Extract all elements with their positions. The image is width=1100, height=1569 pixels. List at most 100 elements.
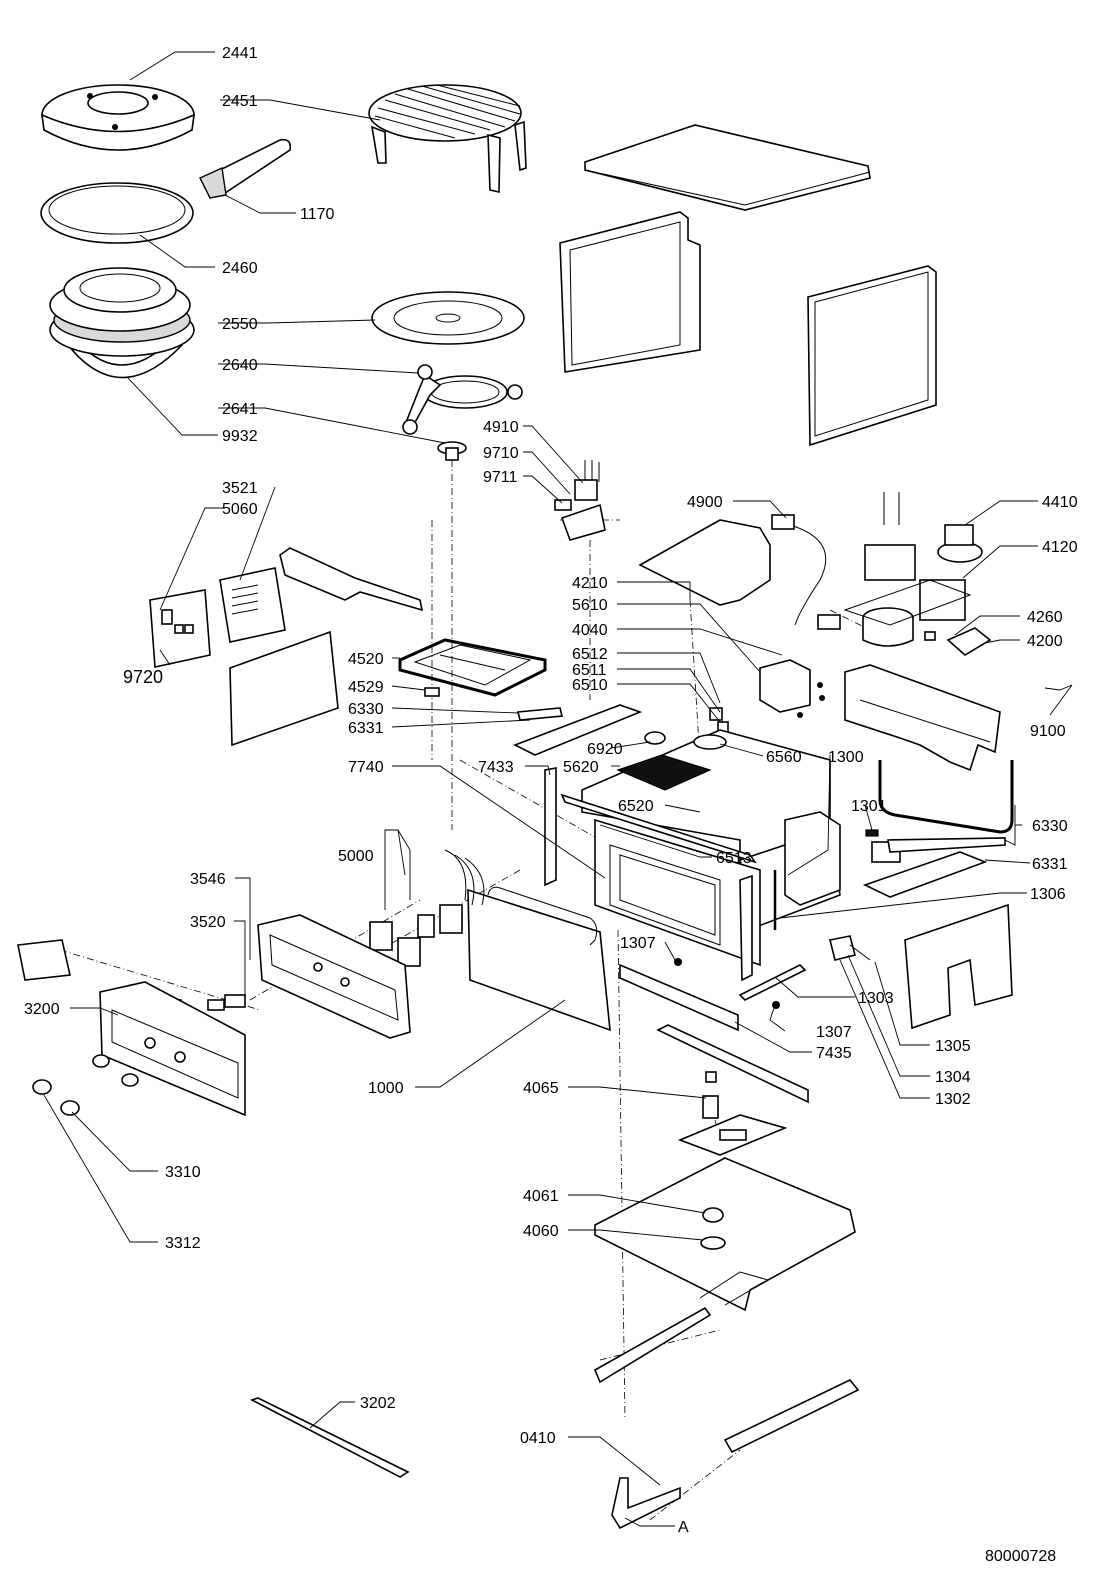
label-5060: 5060 xyxy=(222,501,258,518)
insulation-pad-right xyxy=(904,903,1013,1030)
label-1305: 1305 xyxy=(935,1038,971,1055)
label-7435: 7435 xyxy=(816,1045,852,1062)
part-2451-grill-rack xyxy=(368,84,527,193)
label-7740: 7740 xyxy=(348,759,384,776)
label-1302: 1302 xyxy=(935,1091,971,1108)
label-1170: 1170 xyxy=(300,206,335,223)
part-5060-control-board xyxy=(149,589,211,668)
label-6510: 6510 xyxy=(572,677,608,694)
part-1302-hinge xyxy=(829,935,871,961)
label-9710: 9710 xyxy=(483,445,519,462)
part-1300-door-latch xyxy=(773,829,1006,930)
part-4040-turntable-motor xyxy=(759,659,825,718)
label-4910: 4910 xyxy=(483,419,519,436)
label-6330-upper: 6330 xyxy=(348,701,384,718)
leader-lines xyxy=(43,51,1073,1527)
part-2640-roller-ring xyxy=(402,364,523,435)
part-4120-transformer xyxy=(843,579,972,647)
part-3310-knob xyxy=(32,1054,139,1116)
part-2460-crisp-plate xyxy=(40,182,194,244)
oven-cavity xyxy=(581,729,841,932)
label-1307-lower: 1307 xyxy=(816,1024,852,1041)
label-5620: 5620 xyxy=(563,759,599,776)
label-4065: 4065 xyxy=(523,1080,559,1097)
part-base-bracket xyxy=(677,1114,788,1156)
part-base-plate xyxy=(594,1157,856,1312)
label-2641: 2641 xyxy=(222,401,258,418)
label-3310: 3310 xyxy=(165,1164,201,1181)
part-3521-keypad-bracket xyxy=(219,567,286,643)
label-1300: 1300 xyxy=(828,749,864,766)
label-3202: 3202 xyxy=(360,1395,396,1412)
part-2550-turntable xyxy=(371,291,525,345)
cabinet-top-panel xyxy=(584,124,871,211)
part-6330-seal-frame xyxy=(878,760,1014,834)
label-6331-upper: 6331 xyxy=(348,720,384,737)
part-4065-foot xyxy=(702,1071,719,1119)
label-4410: 4410 xyxy=(1042,494,1078,511)
part-4520-grill-element xyxy=(398,638,547,697)
part-3546-panel-cover xyxy=(17,939,71,981)
label-4061: 4061 xyxy=(523,1188,559,1205)
part-back-panel xyxy=(844,664,1001,772)
label-2460: 2460 xyxy=(222,260,258,277)
label-1301: 1301 xyxy=(851,798,887,815)
label-4529: 4529 xyxy=(348,679,384,696)
cabinet-side-panel-right xyxy=(807,265,937,447)
label-4900: 4900 xyxy=(687,494,723,511)
part-upper-front-rail xyxy=(279,547,424,612)
part-4410-fan-motor xyxy=(864,492,983,581)
label-6920: 6920 xyxy=(587,741,623,758)
part-6331-rail xyxy=(513,704,643,756)
document-number: 80000728 xyxy=(985,1548,1056,1565)
label-6560: 6560 xyxy=(766,749,802,766)
part-6510-6512-switches xyxy=(709,707,729,733)
label-9711: 9711 xyxy=(483,469,518,486)
label-3521: 3521 xyxy=(222,480,258,497)
label-7433: 7433 xyxy=(478,759,514,776)
part-1303-rail xyxy=(619,958,809,1104)
part-number-labels: 2441 2451 1170 2460 2550 2640 2641 9932 … xyxy=(24,45,1078,1565)
label-5000: 5000 xyxy=(338,848,374,865)
cabinet-side-panel-left xyxy=(559,211,701,373)
part-control-panel-housing xyxy=(257,914,411,1039)
oven-front-frame xyxy=(560,793,761,967)
part-1000-door xyxy=(467,886,611,1032)
label-4210: 4210 xyxy=(572,575,608,592)
label-4260: 4260 xyxy=(1027,609,1063,626)
part-0410-base-rails xyxy=(249,1306,860,1530)
label-1000: 1000 xyxy=(368,1080,404,1097)
label-3312: 3312 xyxy=(165,1235,201,1252)
part-5000-microswitches xyxy=(369,849,485,967)
insulation-pad-left xyxy=(229,630,339,747)
part-4910-switch-bracket xyxy=(554,460,606,541)
label-1304: 1304 xyxy=(935,1069,971,1086)
part-2641-coupler xyxy=(437,441,467,461)
label-6511: 6511 xyxy=(572,662,607,679)
part-2441-dish-cover xyxy=(41,84,195,151)
label-6331-lower: 6331 xyxy=(1032,856,1068,873)
part-7433-side-rail xyxy=(544,767,753,982)
label-6512: 6512 xyxy=(572,646,608,663)
part-4900-power-cable xyxy=(638,514,841,630)
label-2451: 2451 xyxy=(222,93,258,110)
label-0410: 0410 xyxy=(520,1430,556,1447)
label-4060: 4060 xyxy=(523,1223,559,1240)
label-1307-upper: 1307 xyxy=(620,935,656,952)
part-3200-fascia xyxy=(99,981,246,1117)
label-1306: 1306 xyxy=(1030,886,1066,903)
part-1170-handle xyxy=(199,138,292,199)
label-2550: 2550 xyxy=(222,316,258,333)
label-1303: 1303 xyxy=(858,990,894,1007)
label-6513: 6513 xyxy=(716,850,752,867)
label-3520: 3520 xyxy=(190,914,226,931)
label-9720: 9720 xyxy=(123,667,163,687)
label-2640: 2640 xyxy=(222,357,258,374)
label-2441: 2441 xyxy=(222,45,258,62)
label-4520: 4520 xyxy=(348,651,384,668)
label-3546: 3546 xyxy=(190,871,226,888)
part-4200-thermal-cutout xyxy=(924,627,992,656)
label-3200: 3200 xyxy=(24,1001,60,1018)
label-4200: 4200 xyxy=(1027,633,1063,650)
